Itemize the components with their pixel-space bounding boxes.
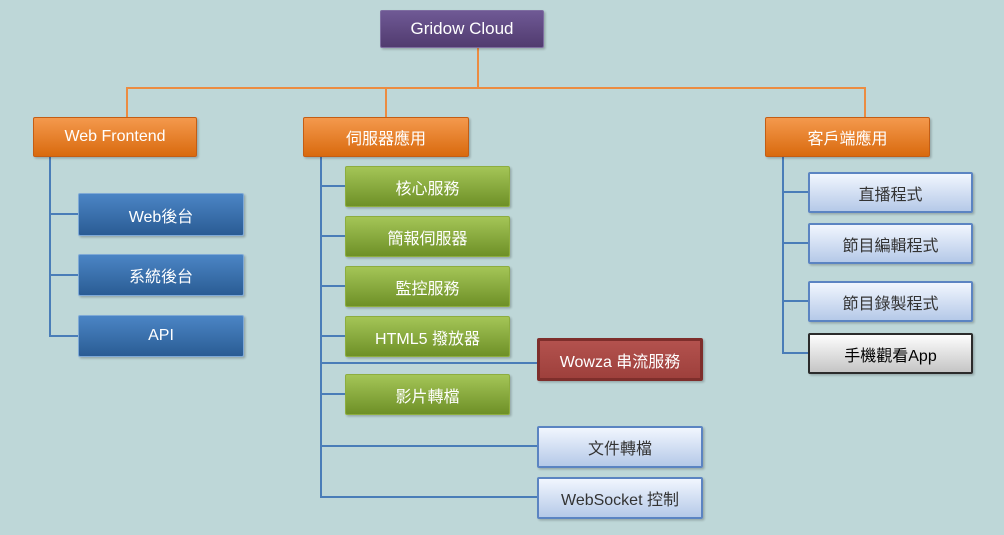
node-program-recorder: 節目錄製程式 (808, 281, 973, 322)
node-server-apps: 伺服器應用 (303, 117, 469, 157)
node-core-service: 核心服務 (345, 166, 510, 207)
node-web-backend: Web後台 (78, 193, 244, 236)
connector-middle-elbow-1 (320, 185, 345, 187)
connector-right-vertical (782, 157, 784, 354)
connector-middle-elbow-2 (320, 235, 345, 237)
connector-drop-client-apps (864, 87, 866, 117)
node-api: API (78, 315, 244, 357)
connector-right-elbow-3 (782, 300, 808, 302)
node-client-apps: 客戶端應用 (765, 117, 930, 157)
node-gridow-cloud: Gridow Cloud (380, 10, 544, 48)
connector-left-vertical (49, 157, 51, 337)
connector-root-horizontal (126, 87, 866, 89)
node-html5-player: HTML5 撥放器 (345, 316, 510, 357)
connector-right-elbow-4 (782, 352, 808, 354)
connector-right-elbow-1 (782, 191, 808, 193)
node-monitoring-service: 監控服務 (345, 266, 510, 307)
connector-right-elbow-2 (782, 242, 808, 244)
connector-middle-elbow-5 (320, 393, 345, 395)
connector-middle-vertical (320, 157, 322, 498)
connector-middle-elbow-websocket (320, 496, 537, 498)
connector-drop-server-apps (385, 87, 387, 117)
connector-middle-elbow-4 (320, 335, 345, 337)
node-presentation-server: 簡報伺服器 (345, 216, 510, 257)
node-web-frontend: Web Frontend (33, 117, 197, 157)
node-video-transcode: 影片轉檔 (345, 374, 510, 415)
connector-left-elbow-2 (49, 274, 78, 276)
node-wowza-streaming: Wowza 串流服務 (537, 338, 703, 381)
connector-left-elbow-1 (49, 213, 78, 215)
node-mobile-app: 手機觀看App (808, 333, 973, 374)
connector-left-elbow-3 (49, 335, 78, 337)
node-live-program: 直播程式 (808, 172, 973, 213)
connector-middle-elbow-3 (320, 285, 345, 287)
node-websocket-control: WebSocket 控制 (537, 477, 703, 519)
connector-middle-elbow-wowza (320, 362, 537, 364)
node-document-convert: 文件轉檔 (537, 426, 703, 468)
node-program-editor: 節目編輯程式 (808, 223, 973, 264)
connector-drop-web-frontend (126, 87, 128, 117)
connector-middle-elbow-doc (320, 445, 537, 447)
connector-root-stem (477, 48, 479, 89)
node-system-backend: 系統後台 (78, 254, 244, 296)
